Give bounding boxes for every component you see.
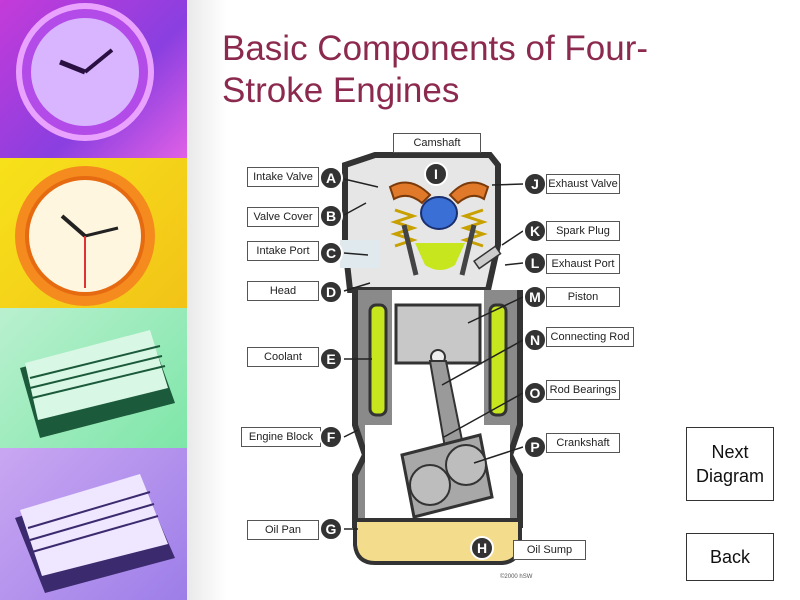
- label-exhaust-valve: Exhaust Valve: [546, 174, 620, 194]
- letter-marker-f: F: [319, 425, 343, 449]
- letter-marker-b: B: [319, 204, 343, 228]
- letter-marker-a: A: [319, 166, 343, 190]
- label-intake-valve: Intake Valve: [247, 167, 319, 187]
- label-intake-port: Intake Port: [247, 241, 319, 261]
- letter-l: L: [531, 255, 540, 271]
- letter-n: N: [530, 332, 540, 348]
- letter-marker-p: P: [523, 435, 547, 459]
- label-head: Head: [247, 281, 319, 301]
- letter-f: F: [327, 429, 336, 445]
- sidebar-fade: [187, 0, 227, 600]
- letter-marker-l: L: [523, 251, 547, 275]
- letter-marker-o: O: [523, 381, 547, 405]
- label-spark-plug: Spark Plug: [546, 221, 620, 241]
- label-crankshaft: Crankshaft: [546, 433, 620, 453]
- label-rod-bearings: Rod Bearings: [546, 380, 620, 400]
- letter-marker-i: I: [424, 162, 448, 186]
- spark-plug-shape: [473, 245, 502, 270]
- combustion-chamber-shape: [415, 243, 465, 270]
- letter-d: D: [326, 284, 336, 300]
- letter-marker-c: C: [319, 241, 343, 265]
- intake-valve-stem: [401, 224, 419, 276]
- exhaust-valve-spring: [460, 208, 488, 248]
- label-connecting-rod: Connecting Rod: [546, 327, 634, 347]
- back-button[interactable]: Back: [686, 533, 774, 581]
- letter-marker-j: J: [523, 172, 547, 196]
- oil-pan-shape: [353, 518, 522, 565]
- letter-marker-h: H: [470, 536, 494, 560]
- letter-marker-g: G: [319, 517, 343, 541]
- letter-j: J: [531, 176, 539, 192]
- rocker-arm-left: [388, 181, 432, 205]
- letter-a: A: [326, 170, 336, 186]
- letter-marker-d: D: [319, 280, 343, 304]
- next-diagram-button[interactable]: Next Diagram: [686, 427, 774, 501]
- letter-marker-e: E: [319, 347, 343, 371]
- letter-g: G: [326, 521, 337, 537]
- label-coolant: Coolant: [247, 347, 319, 367]
- rod-bearing-shape: [409, 464, 451, 506]
- letter-e: E: [326, 351, 335, 367]
- coolant-jacket-left: [368, 303, 388, 417]
- label-engine-block: Engine Block: [241, 427, 321, 447]
- letter-b: B: [326, 208, 336, 224]
- letter-i: I: [434, 166, 438, 182]
- label-oil-pan: Oil Pan: [247, 520, 319, 540]
- label-exhaust-port: Exhaust Port: [546, 254, 620, 274]
- label-piston: Piston: [546, 287, 620, 307]
- letter-h: H: [477, 540, 487, 556]
- letter-marker-k: K: [523, 219, 547, 243]
- clock-photo-purple: [0, 0, 187, 158]
- letter-marker-n: N: [523, 328, 547, 352]
- label-valve-cover: Valve Cover: [247, 207, 319, 227]
- paper-stack-icon: [15, 474, 175, 593]
- clock-photo-orange: [0, 158, 187, 308]
- clock-icon: [16, 3, 154, 141]
- slide-title: Basic Components of Four-Stroke Engines: [222, 29, 649, 110]
- alarm-clock-icon: [15, 166, 155, 306]
- main-bearing-shape: [445, 444, 487, 486]
- camshaft-lobe-shape: [420, 196, 458, 230]
- label-camshaft: Camshaft: [393, 133, 481, 153]
- leader-lines: [343, 178, 524, 530]
- label-oil-sump: Oil Sump: [513, 540, 586, 560]
- letter-marker-m: M: [523, 285, 547, 309]
- intake-valve-spring: [390, 208, 418, 248]
- paper-stack-photo-violet: [0, 448, 187, 600]
- paper-stack-photo-green: [0, 308, 187, 448]
- rocker-arm-right: [448, 181, 490, 205]
- cylinder-head-shape: [342, 152, 501, 293]
- letter-m: M: [529, 289, 541, 305]
- letter-c: C: [326, 245, 336, 261]
- copyright-note: ©2000 hSW: [500, 574, 533, 580]
- letter-k: K: [530, 223, 540, 239]
- decorative-sidebar: [0, 0, 187, 600]
- letter-p: P: [530, 439, 539, 455]
- engine-cutaway-diagram: [340, 152, 524, 565]
- letter-o: O: [530, 385, 541, 401]
- exhaust-valve-stem: [459, 224, 477, 276]
- paper-stack-icon: [20, 330, 175, 438]
- coolant-jacket-right: [488, 303, 508, 417]
